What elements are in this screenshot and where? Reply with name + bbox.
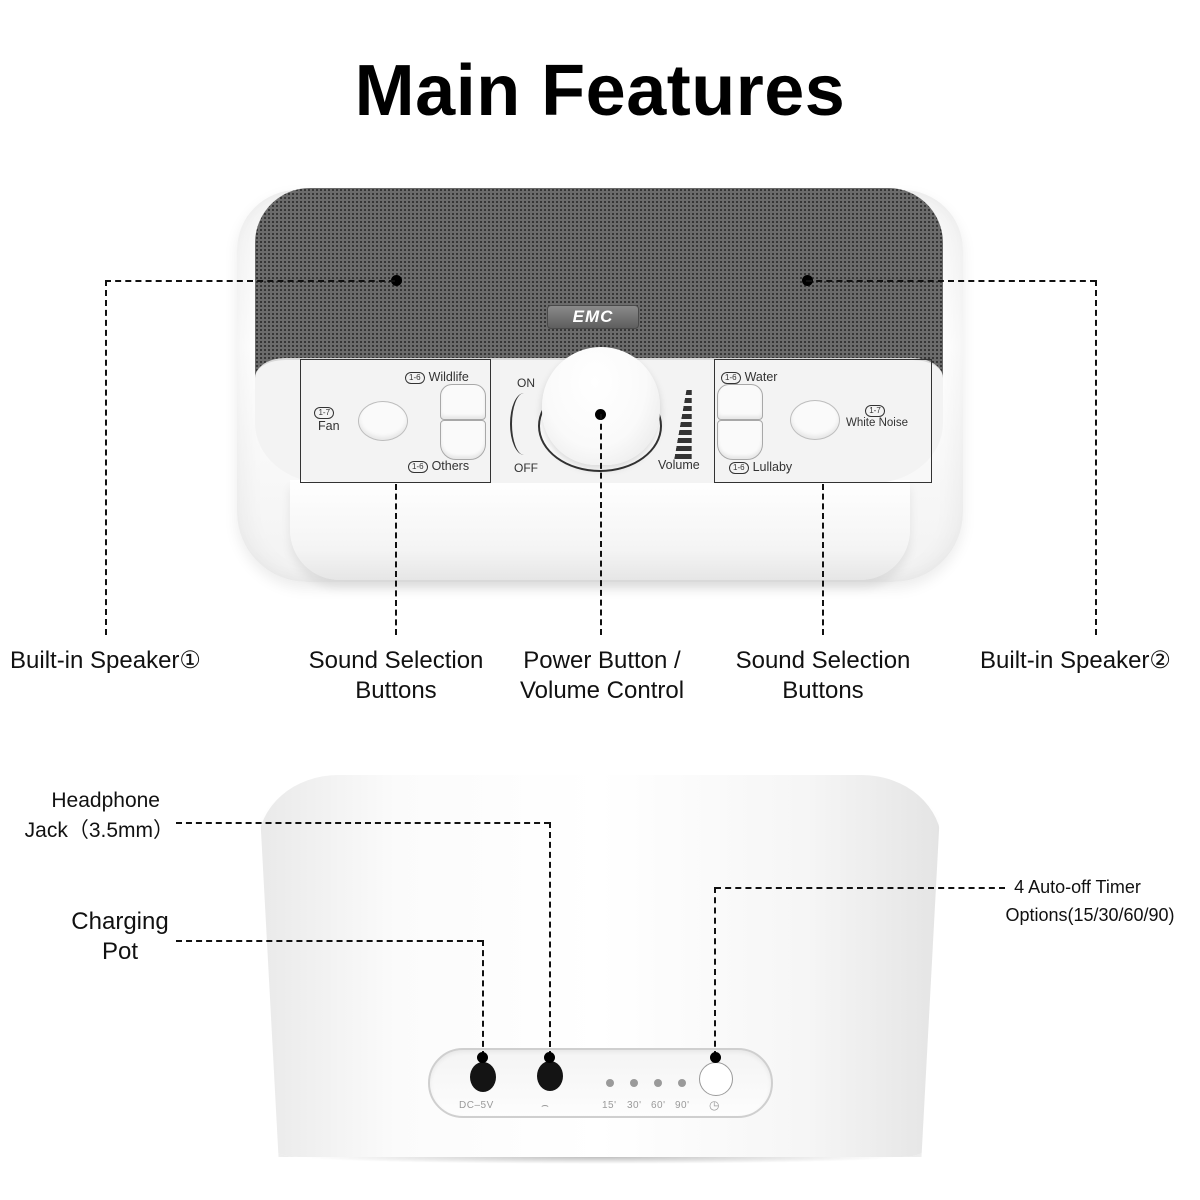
sound-right-leader [822,484,824,635]
right-sound-group-outline [714,359,932,483]
cycle-icon: 1-6 [729,462,749,474]
timer-led-label-30: 30' [627,1100,642,1111]
speaker-1-leader-h [105,280,395,282]
cycle-icon: 1-7 [865,405,885,417]
speaker-2-leader-v [1095,280,1097,635]
fan-button[interactable] [358,401,408,441]
volume-label: Volume [658,458,700,472]
speaker-2-leader-h [806,280,1096,282]
white-noise-mode-label: 1-7 White Noise [846,405,908,429]
timer-led-label-15: 15' [602,1100,617,1111]
headphone-jack[interactable] [537,1061,563,1091]
headphone-marker [544,1052,555,1063]
charging-leader-v [482,940,484,1057]
charging-port-callout: Charging Pot [71,908,169,965]
sound-left-leader [395,484,397,635]
timer-led-30 [630,1079,638,1087]
others-button[interactable] [440,420,486,460]
lullaby-button[interactable] [717,420,763,460]
headphone-jack-callout: Headphone Jack（3.5mm） [24,789,174,842]
on-off-arrow-icon [510,393,538,455]
sound-selection-left-callout: Sound Selection Buttons [308,647,484,704]
charging-marker [477,1052,488,1063]
cycle-icon: 1-6 [408,461,428,473]
timer-led-60 [654,1079,662,1087]
off-label: OFF [514,461,538,475]
white-noise-button[interactable] [790,400,840,440]
timer-led-label-90: 90' [675,1100,690,1111]
dc-label: DC–5V [459,1100,494,1111]
cycle-icon: 1-6 [405,372,425,384]
left-sound-group-outline [300,359,491,483]
timer-led-15 [606,1079,614,1087]
power-volume-callout: Power Button / Volume Control [519,647,685,704]
cycle-icon: 1-6 [721,372,741,384]
speaker-2-callout: Built-in Speaker② [980,647,1171,674]
on-label: ON [517,376,535,390]
timer-led-label-60: 60' [651,1100,666,1111]
timer-marker [710,1052,721,1063]
headphone-icon: ⌢ [541,1098,550,1112]
sound-selection-right-callout: Sound Selection Buttons [735,647,911,704]
speaker-1-marker [391,275,402,286]
water-button[interactable] [717,384,763,420]
cycle-icon: 1-7 [314,407,335,419]
headphone-leader-h [176,822,550,824]
page-title: Main Features [354,51,846,131]
brand-logo: EMC [547,305,639,329]
charging-leader-h [176,940,483,942]
timer-button[interactable] [699,1062,733,1096]
timer-leader-h [715,887,1005,889]
dc-charging-port[interactable] [470,1062,496,1092]
speaker-1-callout: Built-in Speaker① [10,647,201,674]
timer-callout: 4 Auto-off Timer Options(15/30/60/90) [1005,877,1175,925]
speaker-1-leader-v [105,280,107,635]
timer-led-90 [678,1079,686,1087]
fan-mode-label: 1-7 Fan [313,405,340,433]
clock-icon: ◷ [709,1098,720,1112]
wildlife-button[interactable] [440,384,486,420]
headphone-leader-v [549,822,551,1057]
speaker-grille [255,188,943,378]
knob-leader [600,414,602,635]
timer-leader-v [714,887,716,1057]
